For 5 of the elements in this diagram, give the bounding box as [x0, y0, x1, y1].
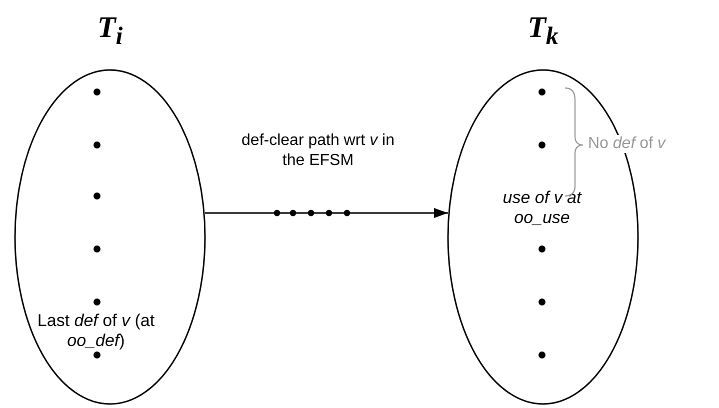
- state-note: use of v at oo_use: [502, 188, 583, 228]
- set-heading: T$_{k}$: [526, 12, 560, 52]
- annotation-text: No def of v: [586, 135, 668, 153]
- state-note: Last def of v (at oo_def): [36, 311, 156, 351]
- set-heading: T$_{i}$: [96, 12, 124, 52]
